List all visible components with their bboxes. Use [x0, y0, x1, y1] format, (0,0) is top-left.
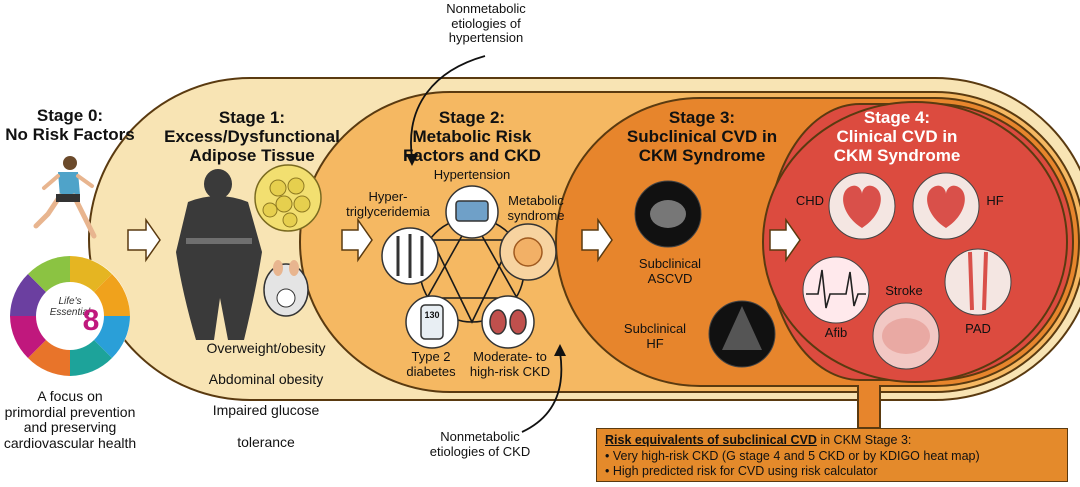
stage1-item: Impaired glucose — [212, 402, 320, 419]
risk-box-title: Risk equivalents of subclinical CVD — [605, 433, 817, 447]
stage-arrows — [127, 217, 801, 263]
arrow-0-1 — [127, 217, 161, 263]
stage4-title: Stage 4: Clinical CVD in CKM Syndrome — [833, 108, 961, 166]
risk-box-suffix: in CKM Stage 3: — [816, 433, 912, 447]
risk-box-bullet: • High predicted risk for CVD using risk… — [605, 464, 878, 479]
label-chd: CHD — [795, 193, 825, 208]
arrow-2-3 — [581, 217, 613, 263]
stage1-items: Overweight/obesity Abdominal obesity Imp… — [186, 325, 346, 466]
logo-number: 8 — [82, 304, 100, 337]
stage0-caption: A focus on primordial prevention and pre… — [3, 388, 137, 452]
risk-box-bullet: • Very high-risk CKD (G stage 4 and 5 CK… — [605, 448, 980, 463]
stage1-title: Stage 1: Excess/Dysfunctional Adipose Ti… — [164, 108, 340, 166]
stage2-node-icons — [381, 185, 557, 349]
arrow-nonmetabolic-hypertension — [410, 55, 486, 159]
kidney-icon — [481, 295, 535, 349]
obese-figure-icon — [176, 169, 262, 340]
stage1-item: Abdominal obesity — [208, 371, 324, 388]
stage2-title: Stage 2: Metabolic Risk Factors and CKD — [403, 108, 541, 166]
risk-box-heading: Risk equivalents of subclinical CVD in C… — [605, 433, 1059, 449]
arrow-1-2 — [341, 217, 373, 263]
label-hypertriglyceridemia: Hyper- triglyceridemia — [346, 189, 430, 219]
logo-text: Life's Essential — [49, 296, 91, 319]
annotation-nonmetabolic-ckd: Nonmetabolic etiologies of CKD — [429, 429, 531, 459]
label-afib: Afib — [824, 325, 848, 340]
stage3-title: Stage 3: Subclinical CVD in CKM Syndrome — [626, 108, 778, 166]
label-pad: PAD — [965, 321, 991, 336]
arrow-nonmetabolic-ckd — [521, 351, 563, 433]
label-type2-diabetes: Type 2 diabetes — [406, 349, 456, 379]
arrow-3-4 — [769, 217, 801, 263]
annotation-nonmetabolic-hypertension: Nonmetabolic etiologies of hypertension — [446, 1, 526, 46]
stage1-item: tolerance — [237, 433, 295, 450]
stage0-title: Stage 0: No Risk Factors — [5, 106, 135, 145]
stage1-item: Overweight/obesity — [206, 339, 326, 356]
runner-icon — [33, 156, 97, 239]
lifes-essential-8-logo — [10, 256, 130, 376]
bathroom-scale-icon — [263, 260, 309, 317]
pad-leg-image — [944, 248, 1012, 316]
label-metabolic-syndrome: Metabolic syndrome — [507, 193, 565, 223]
label-stroke: Stroke — [885, 283, 923, 298]
label-hf: HF — [986, 193, 1004, 208]
label-ckd: Moderate- to high-risk CKD — [469, 349, 551, 379]
glucometer-reading: 130 — [424, 310, 440, 320]
risk-equivalents-box: Risk equivalents of subclinical CVD in C… — [596, 428, 1068, 482]
adipose-tissue-icon — [254, 164, 322, 232]
label-hypertension: Hypertension — [433, 167, 511, 182]
afib-ecg-image — [802, 256, 870, 324]
label-subclinical-ascvd: Subclinical ASCVD — [638, 256, 702, 286]
label-subclinical-hf: Subclinical HF — [623, 321, 687, 351]
